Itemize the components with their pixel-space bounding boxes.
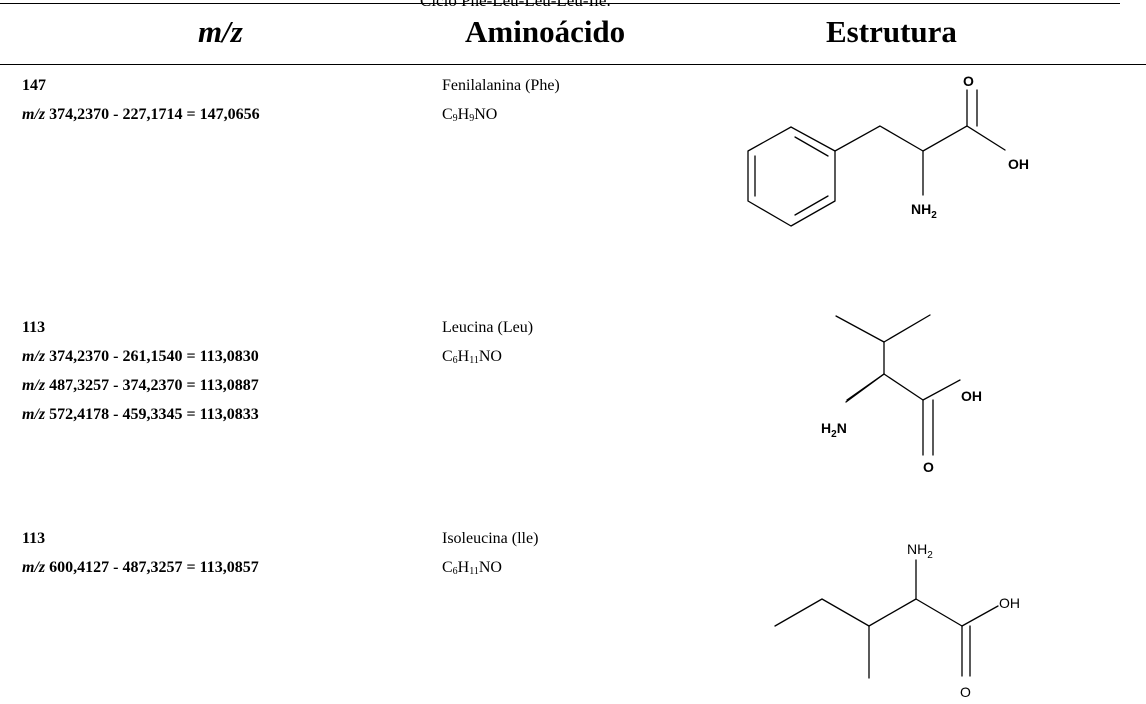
mz-prefix: m/z <box>22 106 46 123</box>
amino-formula: C6H11NO <box>442 348 502 366</box>
mass-value: 113 <box>22 530 46 547</box>
label-nh2: NH2 <box>911 201 937 221</box>
calc-text: 374,2370 - 227,1714 = 147,0656 <box>49 106 260 123</box>
amino-cell: Isoleucina (lle) C6H11NO <box>442 528 538 579</box>
label-o: O <box>923 459 934 475</box>
table-caption: Ciclo Phe-Leu-Leu-Leu-Ile. <box>420 0 611 10</box>
amino-name: Leucina (Leu) <box>442 319 534 336</box>
mass-value: 113 <box>22 319 46 336</box>
mz-cell: 113 m/z 374,2370 - 261,1540 = 113,0830 m… <box>22 317 259 433</box>
top-rule <box>0 3 1120 4</box>
label-nh2: NH2 <box>907 541 933 561</box>
amino-formula: C6H11NO <box>442 559 502 577</box>
label-h2n: H2N <box>821 420 847 440</box>
header-mz: m/z <box>198 14 243 49</box>
header-amino-acid: Aminoácido <box>465 14 626 49</box>
mass-calc: m/z 374,2370 - 227,1714 = 147,0656 <box>22 104 260 133</box>
label-oh: OH <box>1008 156 1029 172</box>
mz-cell: 147 m/z 374,2370 - 227,1714 = 147,0656 <box>22 75 260 133</box>
label-oh: OH <box>999 595 1020 611</box>
amino-name: Fenilalanina (Phe) <box>442 77 560 94</box>
mass-value: 147 <box>22 77 46 94</box>
label-o: O <box>960 684 971 700</box>
amino-formula: C9H9NO <box>442 106 498 124</box>
mass-calc: m/z 572,4178 - 459,3345 = 113,0833 <box>22 406 259 423</box>
mass-calc: m/z 600,4127 - 487,3257 = 113,0857 <box>22 559 259 576</box>
amino-cell: Fenilalanina (Phe) C9H9NO <box>442 75 560 126</box>
mass-calc: m/z 374,2370 - 261,1540 = 113,0830 <box>22 348 259 365</box>
header-rule <box>0 64 1146 65</box>
label-oh: OH <box>961 388 982 404</box>
header-structure: Estrutura <box>826 14 957 49</box>
mz-cell: 113 m/z 600,4127 - 487,3257 = 113,0857 <box>22 528 259 586</box>
amino-cell: Leucina (Leu) C6H11NO <box>442 317 533 368</box>
mass-calc: m/z 487,3257 - 374,2370 = 113,0887 <box>22 377 259 394</box>
label-o: O <box>963 73 974 89</box>
amino-name: Isoleucina (lle) <box>442 530 539 547</box>
